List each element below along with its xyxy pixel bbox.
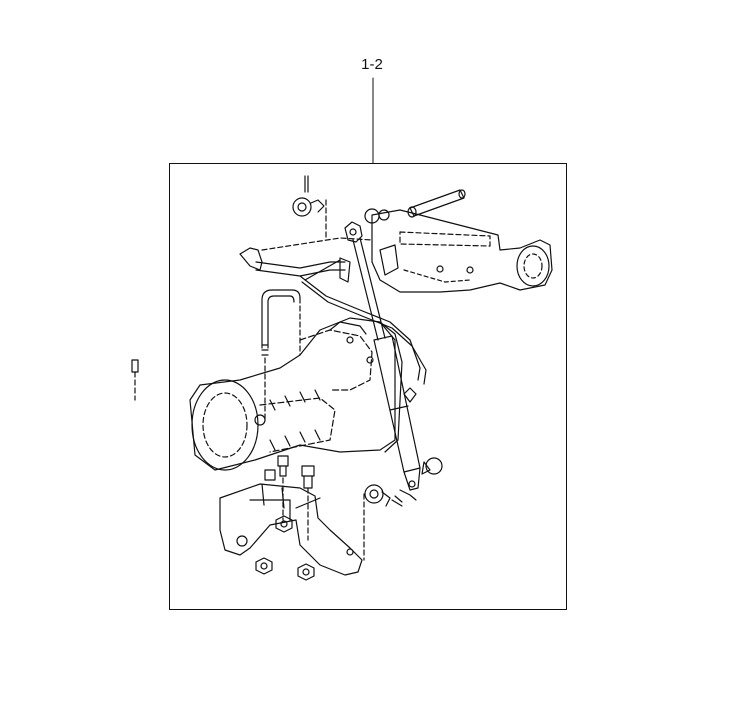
hydraulic-pipe <box>239 237 427 385</box>
pivot-pin <box>407 189 466 218</box>
rear-axle-housing <box>364 208 553 293</box>
callout-label: 1-2 <box>361 56 383 73</box>
upper-washer <box>292 175 327 239</box>
pipe-fitting <box>403 387 417 403</box>
lift-link <box>344 221 421 501</box>
bolts <box>264 455 315 541</box>
grease-fitting <box>421 457 443 475</box>
lower-washer <box>363 484 403 561</box>
u-bolt <box>131 289 301 421</box>
diagram-frame <box>169 163 567 610</box>
nuts <box>255 515 315 581</box>
transmission-housing <box>189 317 403 471</box>
lower-bracket <box>219 483 363 576</box>
